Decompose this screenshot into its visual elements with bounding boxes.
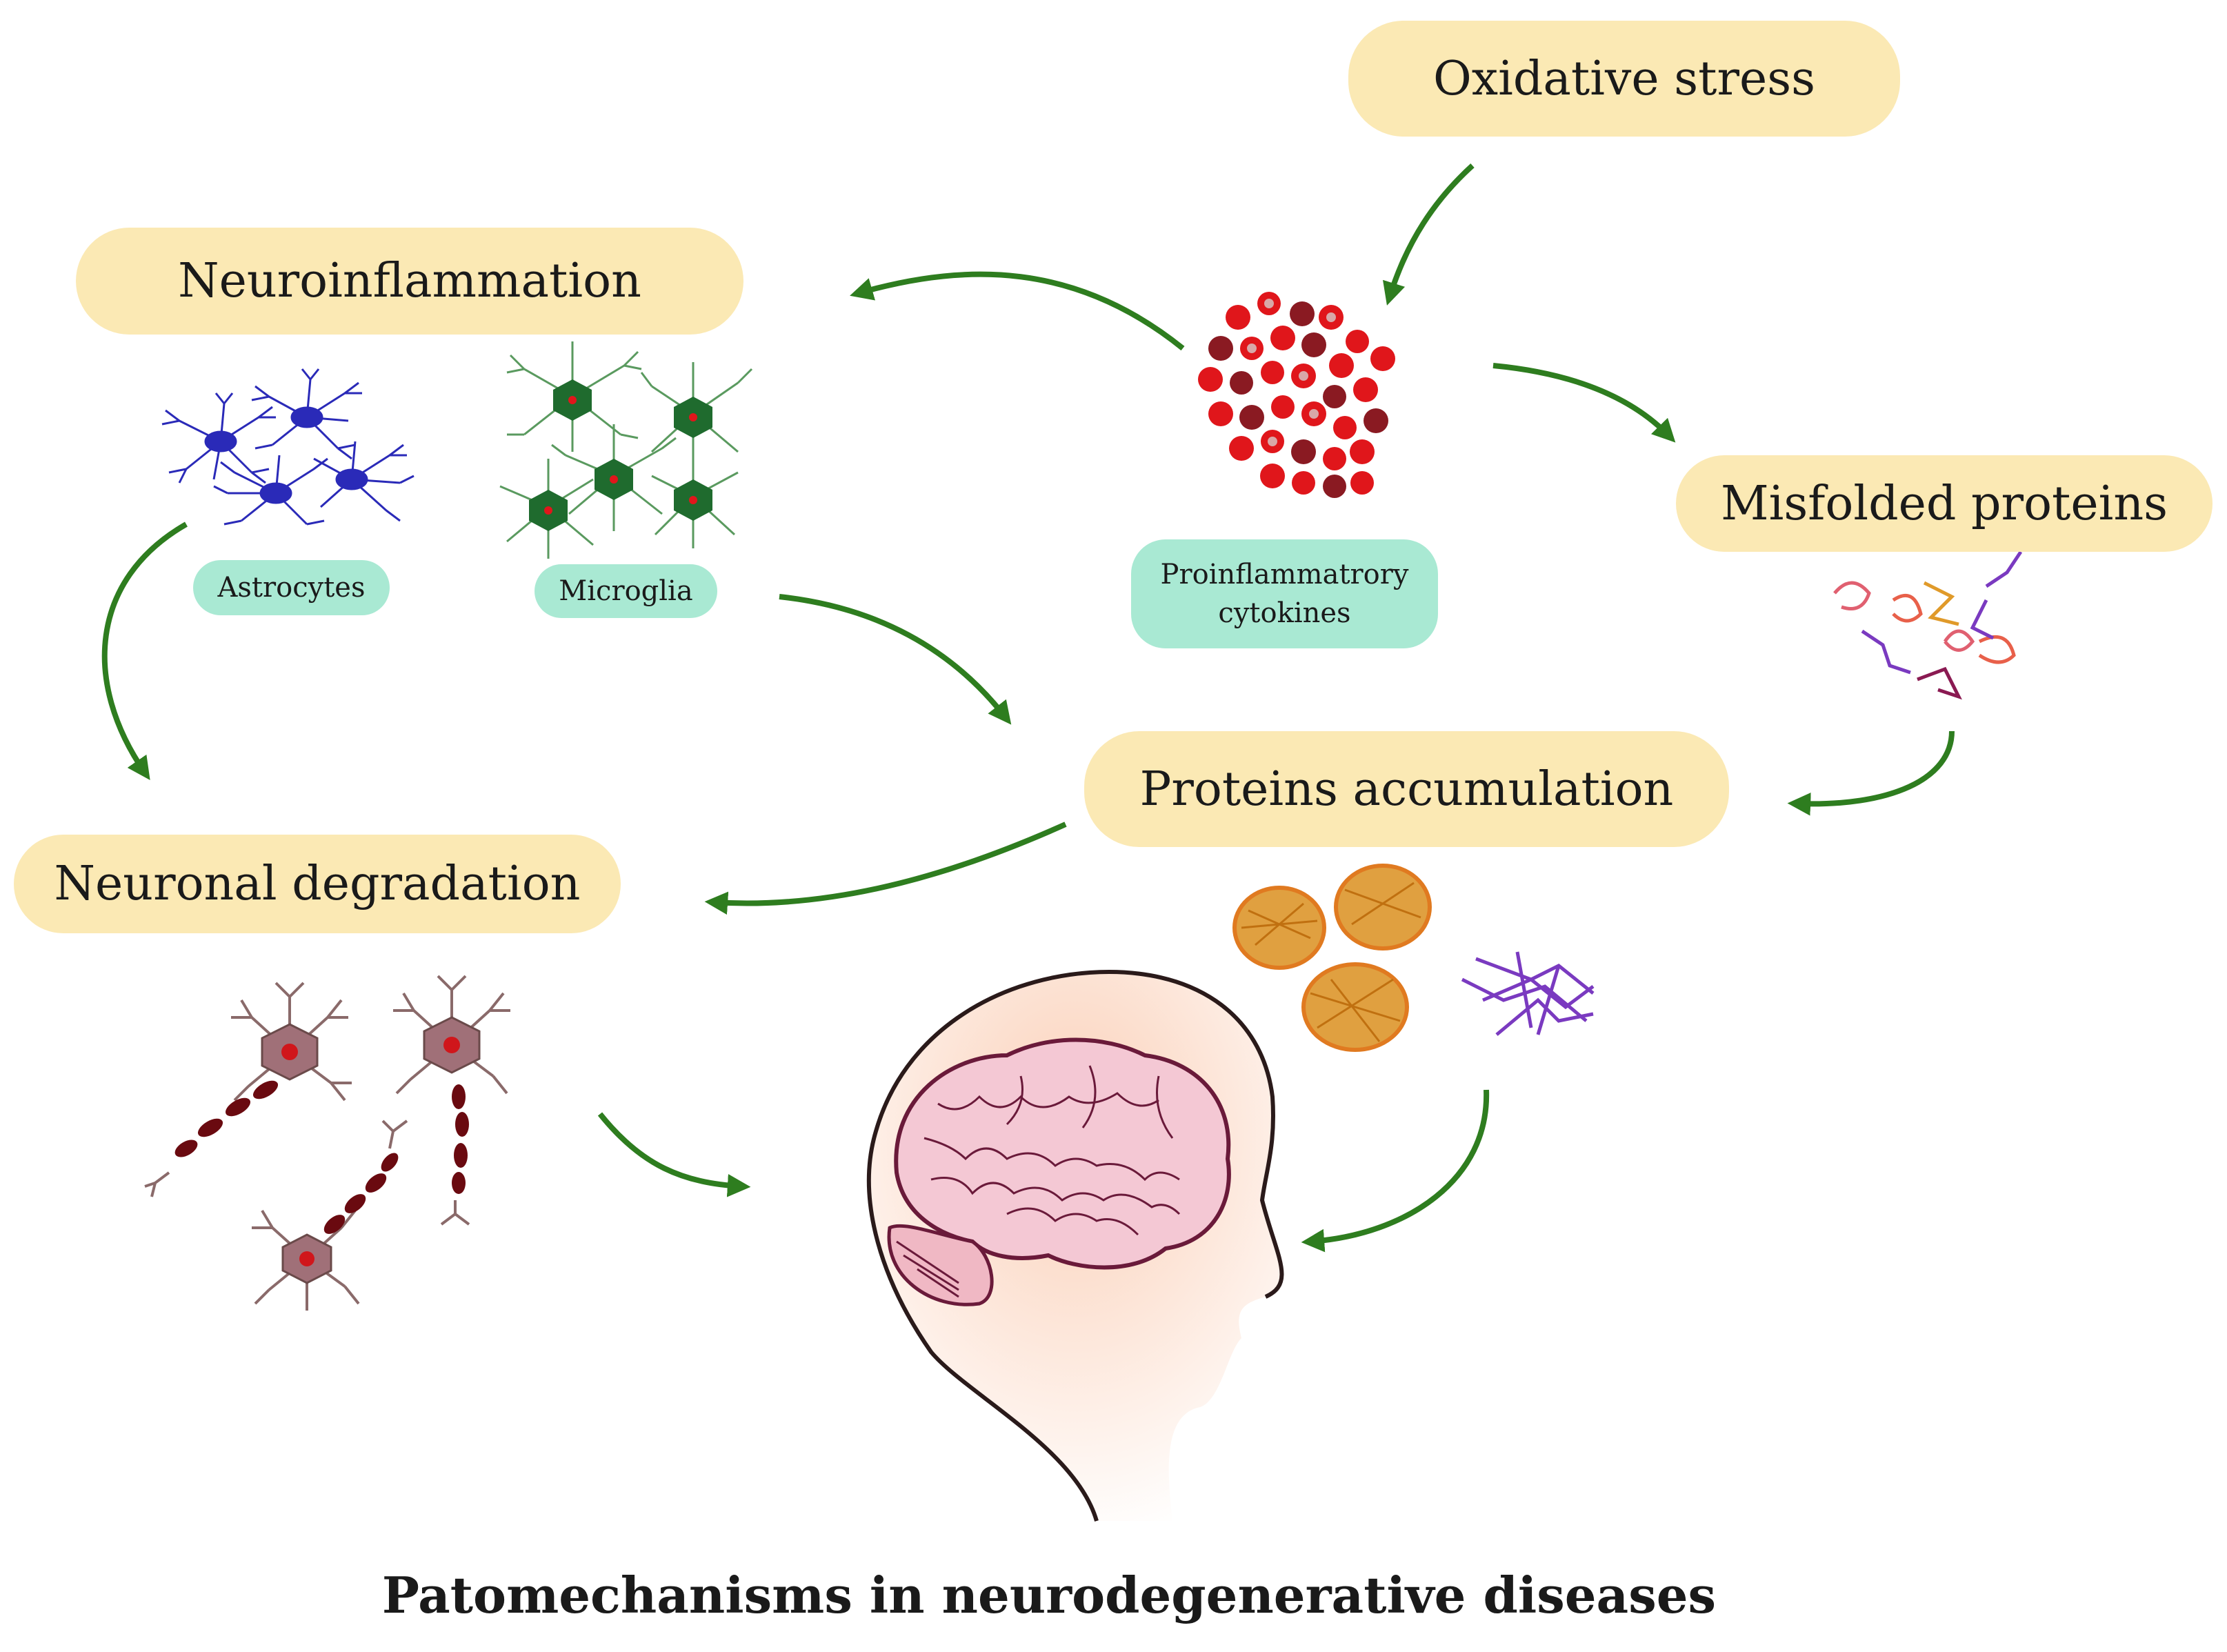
label-cytokines: Proinflammatrory cytokines [1131, 539, 1438, 648]
node-misfolded-proteins: Misfolded proteins [1676, 455, 2213, 552]
amyloid-plaques-illustration [1232, 864, 1432, 1052]
node-oxidative-stress: Oxidative stress [1348, 21, 1900, 137]
arrow-cytokines-to-neuroinflammation [850, 271, 1185, 351]
node-oxidative-stress-label: Oxidative stress [1432, 51, 1816, 106]
node-neuroinflammation-label: Neuroinflammation [178, 254, 641, 308]
fibrils-illustration [1461, 951, 1595, 1036]
arrow-cytokines-to-misfolded [1492, 363, 1676, 443]
arrow-fibrils-to-brain [1301, 1089, 1490, 1253]
label-microglia-text: Microglia [559, 575, 693, 607]
node-neuronal-degradation-label: Neuronal degradation [54, 857, 581, 911]
label-cytokines-line2: cytokines [1218, 597, 1351, 629]
node-neuronal-degradation: Neuronal degradation [14, 835, 621, 933]
arrow-neurons-to-brain [597, 1112, 751, 1197]
arrow-microglia-to-accumulation [779, 594, 1012, 725]
arrow-accumulation-to-neuronal [704, 822, 1067, 915]
label-cytokines-line1: Proinflammatrory [1160, 559, 1409, 590]
arrow-misfolded-to-accumulation [1787, 730, 1955, 816]
arrow-astrocytes-to-neuronal [101, 521, 188, 781]
brain-illustration [887, 1037, 1231, 1306]
microglia-illustration [499, 341, 753, 559]
node-proteins-accumulation-label: Proteins accumulation [1139, 762, 1674, 817]
cytokines-cluster [1198, 292, 1395, 498]
arrow-oxidative-to-cytokines [1382, 163, 1475, 306]
label-astrocytes: Astrocytes [193, 560, 390, 615]
node-neuroinflammation: Neuroinflammation [76, 228, 743, 335]
misfolded-proteins-illustration [1833, 550, 2023, 700]
diagram-title: Patomechanisms in neurodegenerative dise… [381, 1566, 1717, 1624]
node-proteins-accumulation: Proteins accumulation [1084, 731, 1729, 847]
label-microglia: Microglia [535, 564, 717, 618]
astrocytes-illustration [161, 368, 415, 526]
label-astrocytes-text: Astrocytes [217, 572, 366, 604]
degraded-neurons-illustration [144, 975, 510, 1311]
node-misfolded-proteins-label: Misfolded proteins [1720, 476, 2168, 531]
